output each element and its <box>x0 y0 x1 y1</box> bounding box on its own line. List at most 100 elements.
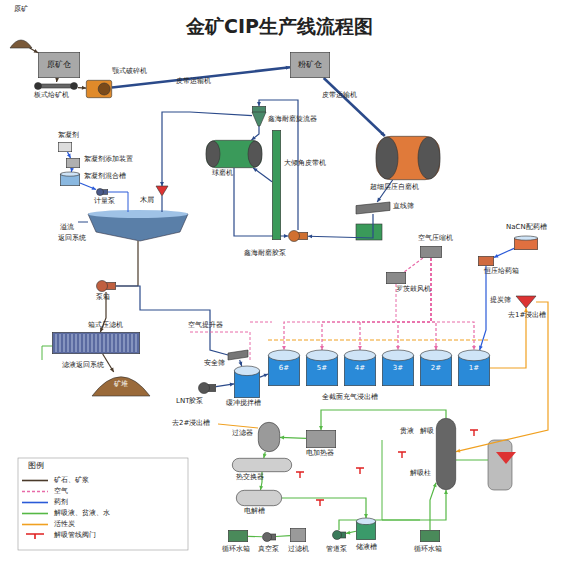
legend-line <box>22 480 48 482</box>
funnel <box>496 452 516 464</box>
pipe-connector <box>404 258 423 272</box>
thickener-top <box>88 210 188 218</box>
equipment-label: 储液槽 <box>356 544 377 551</box>
filter-press: 箱式压滤机 <box>52 332 140 354</box>
carbon-pipe <box>268 340 490 341</box>
equipment-label: 罗茨鼓风机 <box>396 286 431 293</box>
annotation: 滤液返回系统 <box>62 362 104 369</box>
tank-top <box>458 350 489 361</box>
pipe-connector <box>346 531 356 535</box>
tank: 储液槽 <box>356 518 376 540</box>
equipment-body <box>306 430 335 447</box>
equipment-label: 鑫海耐磨旋流器 <box>268 116 317 123</box>
equipment-icon <box>58 142 72 152</box>
pump: 鑫海耐磨胶泵 <box>288 230 308 242</box>
arrow-head <box>67 154 71 158</box>
pipe-connector <box>30 48 38 53</box>
pipe-line <box>253 168 272 182</box>
arrow-head <box>319 426 323 430</box>
pipe-line <box>321 410 446 430</box>
arrow-head <box>433 483 437 487</box>
pipe-connector <box>103 354 114 372</box>
equipment-label: 真空泵 <box>258 546 279 553</box>
equipment-icon <box>516 296 536 308</box>
diagram-title: 金矿CIP生产线流程图 <box>186 14 373 40</box>
storage-bin-body <box>290 52 329 77</box>
air-lift-pipe <box>190 332 250 360</box>
pipe-line <box>112 67 290 87</box>
equipment-body <box>272 130 280 239</box>
equipment-icon <box>288 230 308 242</box>
pipe <box>456 460 488 461</box>
pipe-connector <box>358 258 431 350</box>
pipe-connector <box>276 535 290 537</box>
press-plate <box>124 334 125 352</box>
arrow-head <box>259 486 263 490</box>
annotation: 去2#浸出槽 <box>172 420 210 427</box>
equipment-label: 超细层压自磨机 <box>370 184 419 191</box>
tank: 5# <box>306 350 338 386</box>
pipe-connector <box>431 258 476 350</box>
pipe-connector <box>263 452 267 458</box>
pump: LNT胶泵 <box>198 382 216 394</box>
press-plate <box>60 334 61 352</box>
equipment: 罗茨鼓风机 <box>386 272 406 284</box>
arrow-head <box>320 346 324 350</box>
press-plate <box>136 334 137 352</box>
arrow-head <box>434 346 438 350</box>
pipe-connector <box>239 360 243 366</box>
mill-end <box>418 137 440 179</box>
press-plate <box>132 334 133 352</box>
arrow-head <box>286 66 290 70</box>
tank: 1# <box>458 350 490 386</box>
pump-casing <box>333 531 342 540</box>
arrow-head <box>239 362 243 366</box>
pipe-line <box>431 258 474 350</box>
pipe-line <box>360 258 431 350</box>
press-plate <box>68 334 69 352</box>
pipe-connector <box>252 126 260 140</box>
equipment-icon <box>258 422 280 452</box>
pipe-connector <box>479 266 486 350</box>
pipe-line <box>248 536 262 538</box>
equipment-body <box>290 528 305 541</box>
equipment-label: 大倾角皮带机 <box>284 160 326 167</box>
equipment-label: 计量泵 <box>94 198 115 205</box>
air-pipe <box>250 322 272 323</box>
arrow-head <box>358 346 362 350</box>
pipe-line <box>480 266 486 350</box>
equipment-label: 3# <box>382 350 414 386</box>
equipment-icon <box>60 172 80 186</box>
pipe-line <box>68 152 71 158</box>
column-vessel: 解吸柱 <box>436 418 456 490</box>
tank: 4# <box>344 350 376 386</box>
annotation: 去1#浸出槽 <box>508 312 546 319</box>
pipe-line <box>282 498 366 518</box>
arrow-head <box>381 132 385 136</box>
pump-casing <box>97 281 108 292</box>
arrow-head <box>280 436 284 440</box>
equipment-body <box>420 530 439 541</box>
annotation: 返回系统 <box>58 235 86 242</box>
legend-title: 图例 <box>28 462 44 470</box>
press-plate <box>80 334 81 352</box>
press-plate <box>72 334 73 352</box>
mill: 球磨机 <box>206 140 262 168</box>
equipment-label: 热交换器 <box>236 474 264 481</box>
pipe-line <box>276 535 290 537</box>
pipe-connector <box>282 258 431 350</box>
equipment-label: 电解槽 <box>244 508 265 515</box>
equipment-icon <box>232 458 292 472</box>
crusher-body <box>86 80 111 97</box>
pipe-line <box>404 258 423 272</box>
tank-top <box>306 350 337 361</box>
pipe-connector <box>70 168 74 172</box>
equipment-label: 4# <box>344 350 376 386</box>
pipe-connector <box>80 183 96 190</box>
storage-bin-body <box>38 52 79 77</box>
funnel-body <box>156 186 168 196</box>
equipment-label: 球磨机 <box>212 170 233 177</box>
mill-drum <box>206 140 261 167</box>
equipment-label: 箱式压滤机 <box>88 322 123 329</box>
